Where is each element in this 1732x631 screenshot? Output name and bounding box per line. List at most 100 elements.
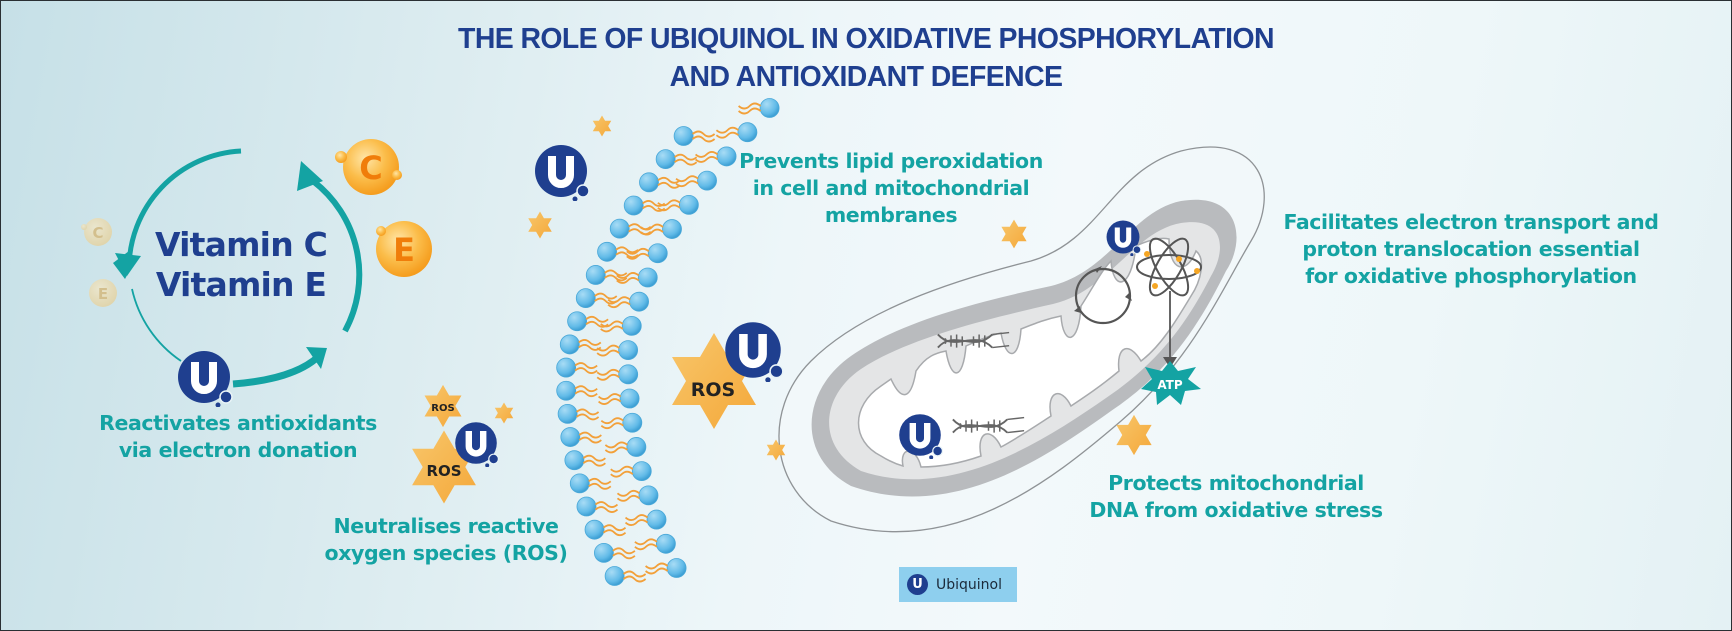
lipid-tail [628, 223, 652, 231]
lipid-head [678, 194, 699, 215]
lipid-tail [574, 362, 598, 369]
lipid-head [609, 218, 630, 239]
lipid-head [638, 485, 659, 506]
lipid-head [619, 388, 640, 409]
lipid-tail [692, 130, 716, 138]
lipid-head [597, 241, 617, 262]
lipid-tail [674, 153, 698, 161]
lipid-tail [600, 422, 624, 430]
lipid-tail [694, 151, 719, 158]
vitamin-c-label: Vitamin C [154, 225, 328, 264]
lipid-tail [715, 131, 739, 139]
lipid-tail [585, 315, 609, 323]
caption-line: proton translocation essential [1302, 237, 1640, 261]
lipid-head [737, 122, 758, 143]
lipid-head [623, 195, 644, 216]
lipid-head [626, 437, 647, 457]
title-line-2: AND ANTIOXIDANT DEFENCE [669, 61, 1063, 93]
cristae [857, 237, 1203, 468]
lipid-head [564, 450, 585, 471]
lipid-tail [616, 494, 641, 502]
lipid-tail [574, 385, 598, 393]
vitamin-e-letter: E [393, 231, 415, 269]
star-icon [528, 211, 552, 239]
caption-prevents: Prevents lipid peroxidation in cell and … [721, 148, 1061, 229]
lipid-head [637, 267, 658, 288]
lipid-head [647, 243, 668, 264]
lipid-tail [640, 228, 664, 236]
lipid-head [629, 291, 649, 312]
lipid-tail [645, 562, 669, 570]
lipid-tail [578, 344, 602, 351]
lipid-tail [588, 482, 612, 490]
lipid-tail [596, 368, 620, 376]
lipid-tail [623, 575, 647, 583]
vitamin-label: Vitamin C Vitamin E [141, 225, 341, 305]
page-title: THE ROLE OF UBIQUINOL IN OXIDATIVE PHOSP… [18, 20, 1713, 96]
lipid-tail [612, 552, 636, 560]
lipid-head [593, 542, 614, 563]
lipid-tail [738, 102, 762, 110]
caption-line: in cell and mitochondrial [752, 176, 1030, 200]
ros-label-large: ROS [691, 379, 735, 401]
atp-label: ATP [1157, 378, 1183, 392]
lipid-tail [615, 246, 639, 254]
lipid-head [662, 219, 682, 239]
lipid-head [621, 315, 642, 336]
lipid-tail [657, 176, 681, 184]
lipid-tail [715, 126, 739, 134]
lipid-head [560, 427, 581, 447]
cycle-arrowhead-bottom-icon [306, 347, 327, 369]
lipid-tail [623, 570, 647, 578]
lipid-tail [576, 413, 600, 421]
lipid-head [655, 533, 676, 554]
vitamin-c-bubble-faint: C [81, 218, 112, 246]
lipid-tail [610, 470, 634, 478]
caption-line: for oxidative phosphorylation [1305, 264, 1637, 288]
caption-line: Facilitates electron transport and [1283, 210, 1659, 234]
lipid-bilayer [556, 98, 780, 586]
lipid-head [559, 334, 580, 355]
mitochondrion: ATP [778, 146, 1265, 533]
lipid-head [569, 473, 590, 494]
lipid-tail [594, 292, 618, 300]
lipid-tail [596, 349, 620, 357]
caption-line: Protects mitochondrial [1108, 471, 1364, 495]
lipid-head [655, 149, 676, 170]
lipid-tail [574, 390, 598, 398]
star-icon [592, 115, 612, 137]
lipid-tail [626, 252, 650, 260]
legend: U Ubiquinol [899, 567, 1017, 602]
lipid-tail [574, 367, 598, 374]
caption-line: Neutralises reactive [333, 514, 559, 538]
lipid-tail [604, 446, 628, 454]
lipid-tail [738, 107, 762, 115]
lipid-tail [674, 158, 698, 166]
lipid-tail [576, 408, 600, 416]
caption-neutralises: Neutralises reactive oxygen species (ROS… [301, 513, 591, 567]
vitamin-c-letter: C [359, 149, 382, 187]
lipid-head [567, 311, 587, 332]
lipid-tail [598, 398, 622, 405]
lipid-head [556, 380, 577, 401]
caption-line: via electron donation [118, 438, 358, 462]
vitamin-c-bubble: C [335, 139, 402, 195]
lipid-head [604, 566, 625, 586]
lipid-tail [640, 223, 664, 231]
cycle-arrowhead-top-icon [297, 161, 323, 191]
caption-reactivates: Reactivates antioxidants via electron do… [93, 410, 383, 464]
lipid-tail [692, 135, 716, 143]
cycle-arrow-right [311, 178, 363, 333]
lipid-tail [645, 567, 669, 575]
lipid-head [759, 98, 780, 118]
lipid-head [585, 265, 606, 285]
caption-protects: Protects mitochondrial DNA from oxidativ… [1076, 470, 1396, 524]
lipid-tail [578, 339, 602, 346]
lipid-tail [610, 465, 634, 473]
lipid-tail [596, 373, 620, 381]
lipid-tail [600, 417, 624, 425]
lipid-tail [600, 325, 624, 333]
ubiquinol-legend-icon: U [907, 574, 928, 595]
lipid-tail [600, 320, 624, 328]
lipid-tail [616, 277, 640, 284]
